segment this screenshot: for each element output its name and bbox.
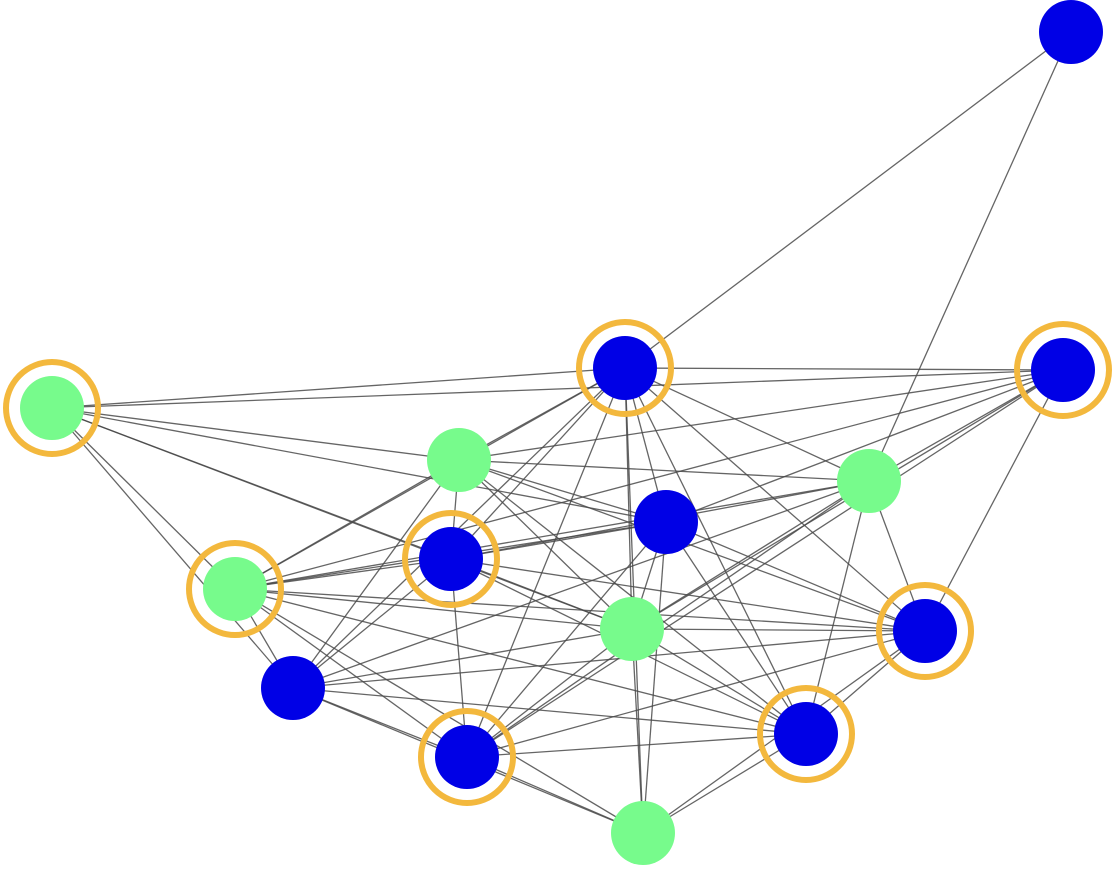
edge-n4-n6 <box>458 459 667 523</box>
edge-n10-n11 <box>292 630 926 689</box>
edge-n4-n10 <box>458 459 926 632</box>
highlight-ring-n2 <box>1014 321 1112 419</box>
node-green-n4 <box>427 428 491 492</box>
node-green-n3 <box>20 376 84 440</box>
edge-n8-n10 <box>234 588 926 632</box>
edge-n6-n10 <box>665 521 926 632</box>
node-blue-n2 <box>1031 338 1095 402</box>
edge-n7-n13 <box>450 558 468 758</box>
edge-n4-n12 <box>458 459 807 735</box>
edge-n6-n14 <box>642 521 667 834</box>
edge-n5-n13 <box>466 480 870 758</box>
highlight-ring-n12 <box>757 685 855 783</box>
edge-n5-n9 <box>631 480 870 630</box>
node-green-n8 <box>203 557 267 621</box>
edge-n7-n9 <box>450 558 633 630</box>
node-blue-n13 <box>435 725 499 789</box>
edge-n9-n12 <box>631 628 807 735</box>
edge-n12-n13 <box>466 733 807 758</box>
node-blue-n0 <box>1039 0 1103 64</box>
node-green-n5 <box>837 449 901 513</box>
edge-n8-n9 <box>234 588 633 630</box>
edge-n4-n9 <box>458 459 633 630</box>
node-blue-n6 <box>634 490 698 554</box>
highlight-ring-n8 <box>186 540 284 638</box>
edge-n4-n5 <box>458 459 870 482</box>
edge-n2-n4 <box>458 369 1064 461</box>
highlight-ring-n13 <box>418 708 516 806</box>
edge-n9-n14 <box>631 628 644 834</box>
edge-n7-n8 <box>234 558 452 590</box>
edge-n10-n13 <box>466 630 926 758</box>
edge-n0-n1 <box>624 31 1072 369</box>
edge-n2-n3 <box>51 369 1064 409</box>
nodes-layer <box>20 0 1103 865</box>
edge-n1-n10 <box>624 367 926 632</box>
edge-n1-n11 <box>292 367 626 689</box>
highlight-rings-layer <box>3 319 1112 806</box>
highlight-ring-n10 <box>876 582 974 680</box>
edge-n6-n7 <box>450 521 667 560</box>
node-blue-n12 <box>774 702 838 766</box>
node-blue-n10 <box>893 599 957 663</box>
edge-n5-n8 <box>234 480 870 590</box>
edge-n2-n5 <box>868 369 1064 482</box>
edge-n8-n14 <box>234 588 644 834</box>
node-blue-n11 <box>261 656 325 720</box>
edge-n6-n13 <box>466 521 667 758</box>
edge-n4-n11 <box>292 459 460 689</box>
edge-n3-n8 <box>51 407 236 590</box>
edge-n4-n8 <box>234 459 460 590</box>
edge-n11-n12 <box>292 687 807 735</box>
edge-n0-n5 <box>868 31 1072 482</box>
edge-n6-n12 <box>665 521 807 735</box>
edge-n3-n11 <box>51 407 294 689</box>
edge-n2-n6 <box>665 369 1064 523</box>
highlight-ring-n7 <box>402 510 500 608</box>
edge-n1-n13 <box>466 367 626 758</box>
node-green-n9 <box>600 597 664 661</box>
edges-layer <box>51 31 1072 834</box>
edge-n8-n12 <box>234 588 807 735</box>
edge-n2-n8 <box>234 369 1064 590</box>
node-green-n14 <box>611 801 675 865</box>
node-blue-n1 <box>593 336 657 400</box>
node-blue-n7 <box>419 527 483 591</box>
edge-n2-n10 <box>924 369 1064 632</box>
highlight-ring-n3 <box>3 359 101 457</box>
edge-n9-n13 <box>466 628 633 758</box>
edge-n1-n12 <box>624 367 807 735</box>
edge-n7-n10 <box>450 558 926 632</box>
edge-n1-n2 <box>624 367 1064 371</box>
edge-n3-n6 <box>51 407 667 523</box>
highlight-ring-n1 <box>576 319 674 417</box>
edge-n3-n4 <box>51 407 460 461</box>
edge-n5-n11 <box>292 480 870 689</box>
edge-n9-n11 <box>292 628 633 689</box>
edge-n1-n3 <box>51 367 626 409</box>
